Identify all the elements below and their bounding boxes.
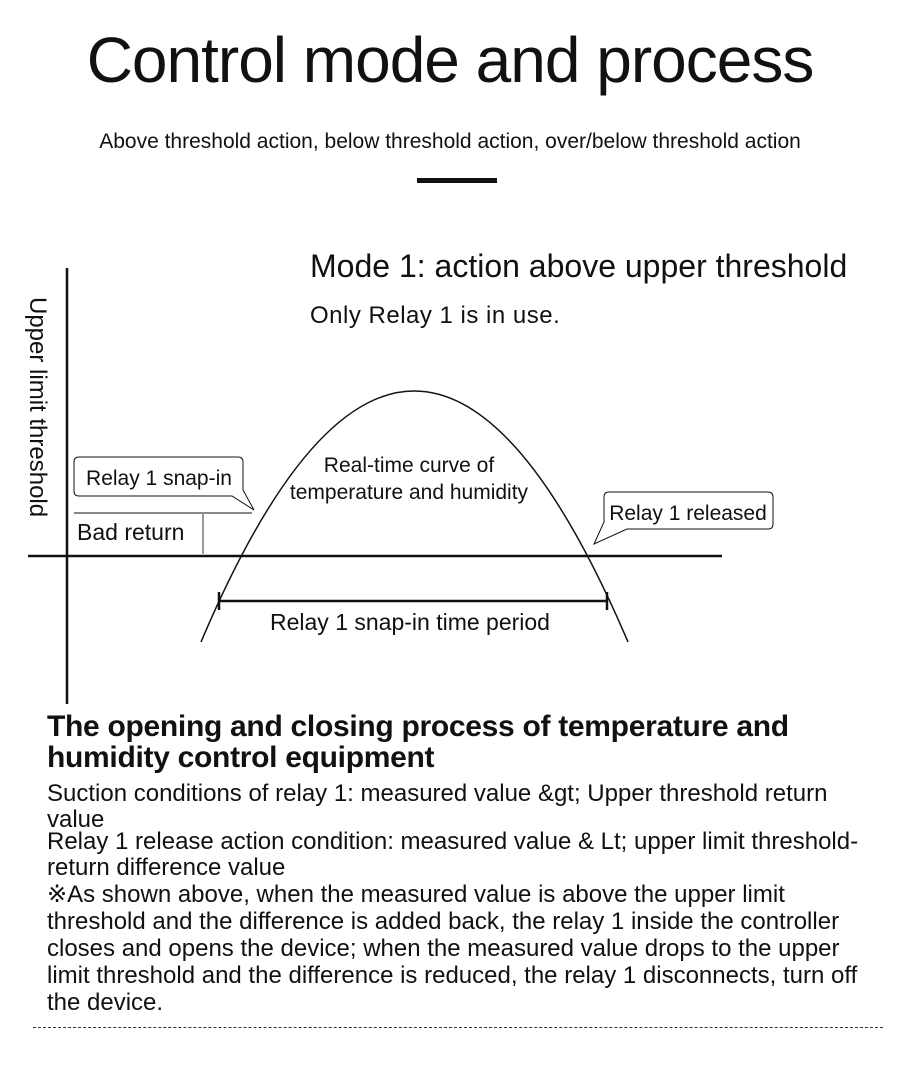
process-section-title: The opening and closing process of tempe… (47, 710, 789, 774)
suction-condition-text: Suction conditions of relay 1: measured … (47, 780, 828, 833)
release-condition-text: Relay 1 release action condition: measur… (47, 828, 859, 881)
snap-in-callout-label: Relay 1 snap-in (86, 467, 232, 490)
threshold-diagram: Upper limit threshold Real-time curve of… (24, 268, 774, 704)
curve-label-line2: temperature and humidity (290, 481, 529, 504)
y-axis-label: Upper limit threshold (24, 297, 51, 517)
page-title: Control mode and process (86, 24, 815, 96)
released-callout-label: Relay 1 released (609, 502, 767, 525)
bottom-dashed-divider (33, 1027, 883, 1028)
title-divider-bar (417, 178, 497, 183)
bad-return-label: Bad return (77, 519, 184, 545)
mode-description: Only Relay 1 is in use. (310, 302, 561, 329)
mode-title: Mode 1: action above upper threshold (310, 248, 848, 284)
process-note-text: ※As shown above, when the measured value… (47, 881, 858, 1016)
curve-label-line1: Real-time curve of (324, 454, 495, 477)
page-subtitle: Above threshold action, below threshold … (99, 130, 801, 153)
period-label: Relay 1 snap-in time period (270, 609, 550, 635)
released-callout-box (592, 491, 774, 546)
realtime-curve (200, 390, 629, 643)
snap-in-callout-box (73, 456, 255, 511)
